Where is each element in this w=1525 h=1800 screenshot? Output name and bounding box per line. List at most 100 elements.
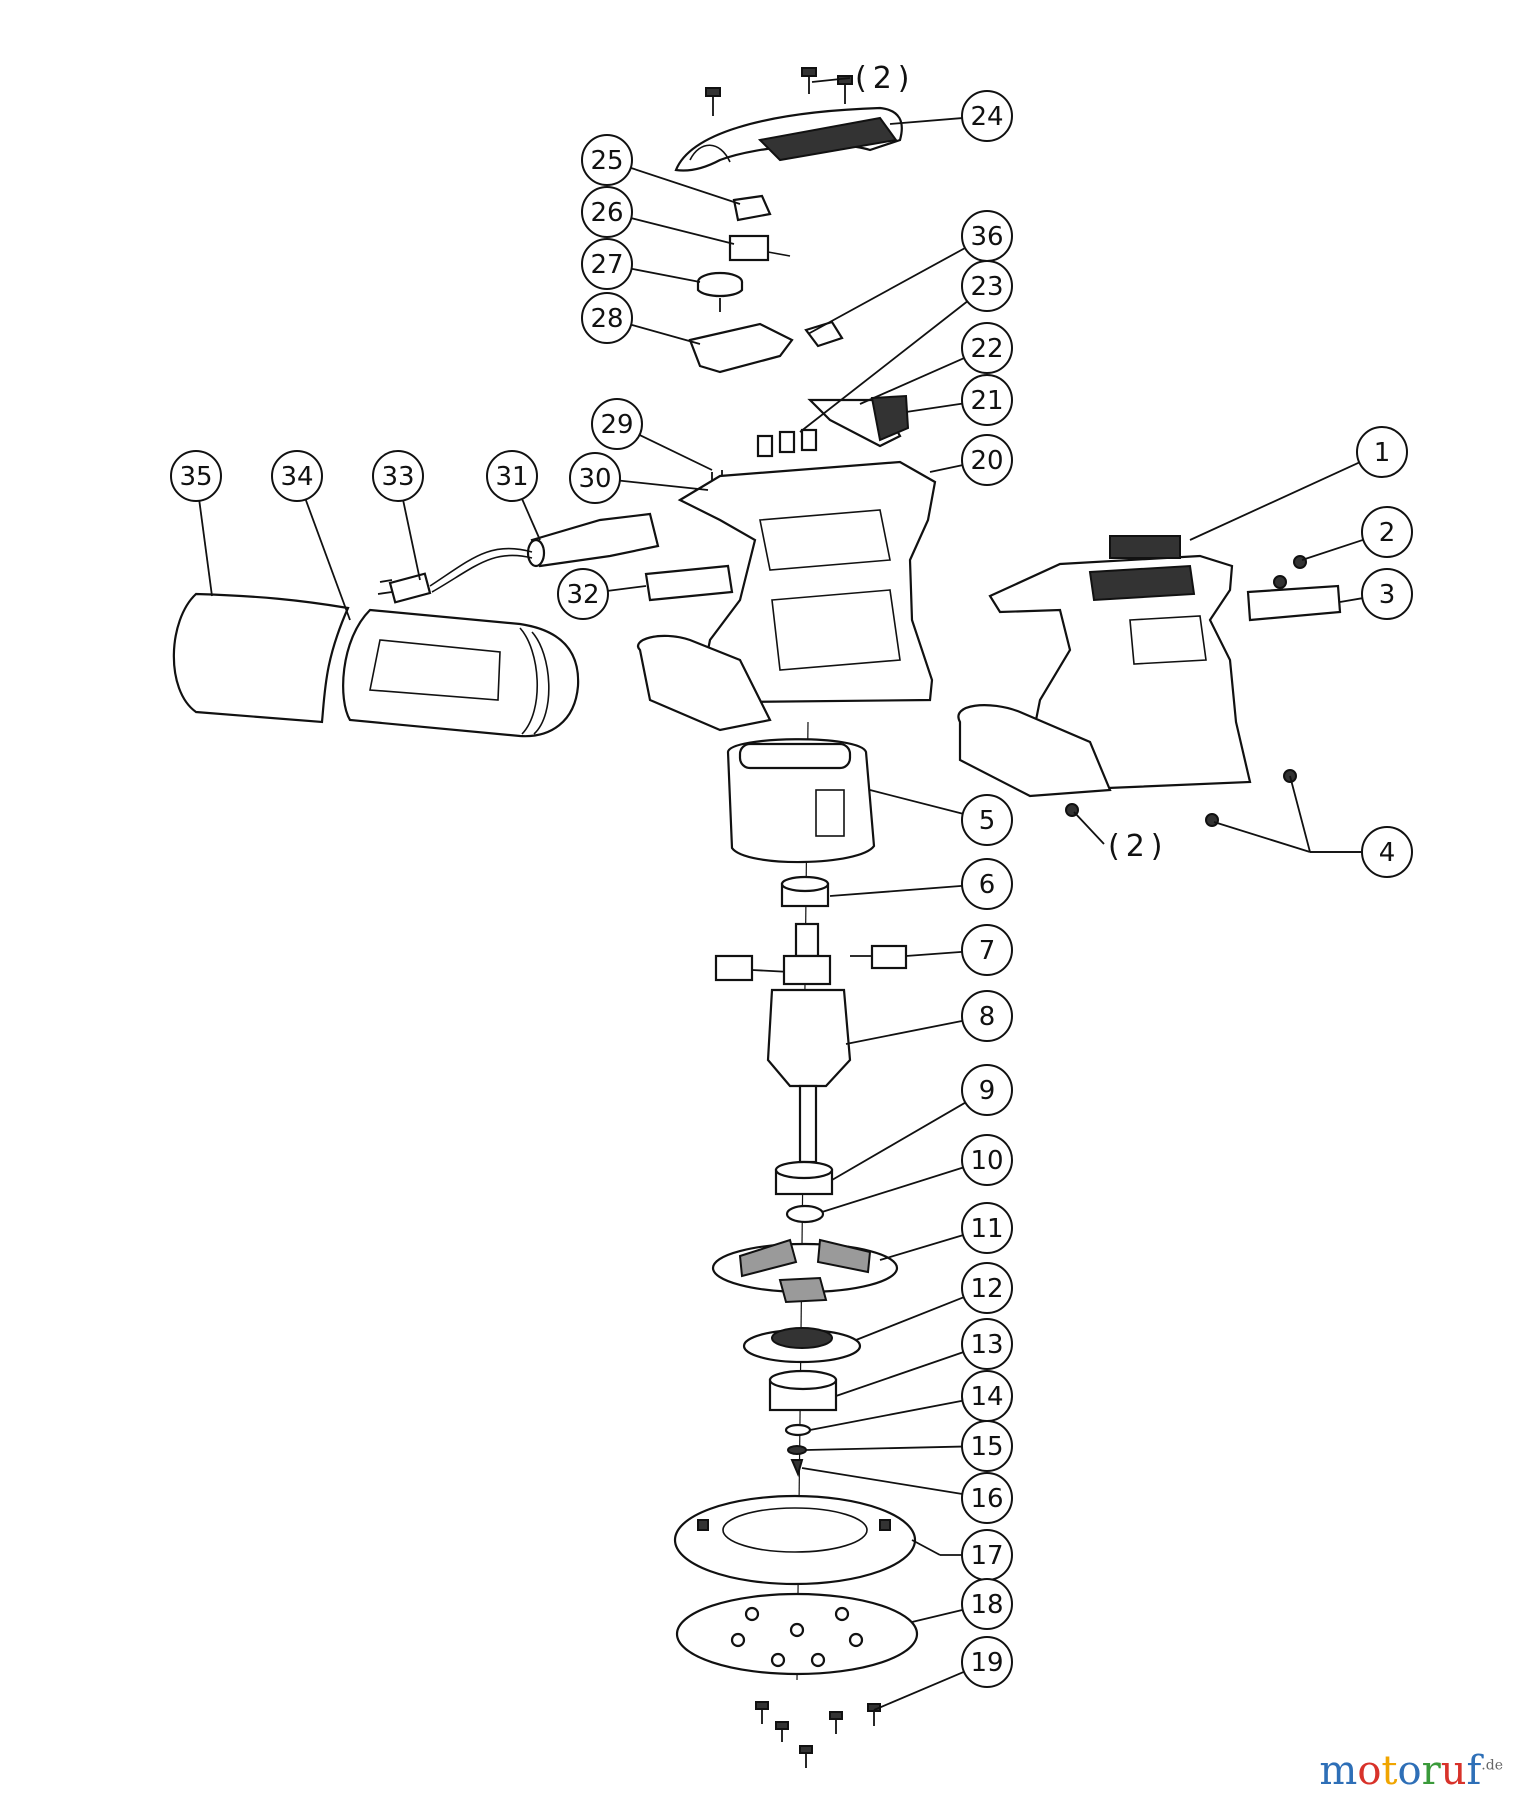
callout-26: 26 [581,186,633,238]
part-pad-screws [755,1701,881,1768]
callout-circle [271,450,323,502]
callout-label: 24 [970,102,1003,132]
quantity-note-housing-screws: (2) [1108,829,1169,864]
leader-line-14 [809,1399,963,1431]
callout-label: 3 [1379,580,1396,610]
callout-circle [557,568,609,620]
leader-line-1 [1189,461,1360,541]
callout-circle [581,186,633,238]
callout-circle [961,1420,1013,1472]
callout-circle [486,450,538,502]
callout-25: 25 [581,134,633,186]
callout-circle [961,794,1013,846]
part-dust-canister [342,608,580,738]
callout-23: 23 [961,260,1013,312]
leader-line-6 [829,885,963,897]
callout-circle [961,1064,1013,1116]
callout-15: 15 [961,1420,1013,1472]
callout-label: 33 [381,462,414,492]
callout-6: 6 [961,858,1013,910]
callout-circle [961,1202,1013,1254]
callout-33: 33 [372,450,424,502]
callout-3: 3 [1361,568,1413,620]
leader-line-36 [807,247,966,335]
leader-line-5 [869,789,964,815]
leader-line-2 [1301,538,1364,561]
callout-circle [569,452,621,504]
leader-line-9 [831,1101,966,1181]
callout-circle [961,858,1013,910]
part-sanding-pad [675,1592,919,1676]
callout-label: 23 [970,272,1003,302]
leader-line-11 [879,1234,964,1261]
part-strain-relief [526,512,660,568]
leader-line-18 [911,1608,963,1623]
callout-circle [581,292,633,344]
leader-line-35 [198,500,213,597]
callout-32: 32 [557,568,609,620]
callout-circle [372,450,424,502]
watermark-suffix: .de [1481,1757,1503,1774]
part-circuit-plate [688,322,794,374]
callout-label: 31 [495,462,528,492]
callout-label: 20 [970,446,1003,476]
leader-line-7 [905,950,963,957]
callout-16: 16 [961,1472,1013,1524]
part-top-screws [705,67,853,116]
watermark-letter: r [1421,1748,1441,1794]
leader-line-16 [801,1467,963,1495]
callout-circle [961,1262,1013,1314]
callout-label: 18 [970,1590,1003,1620]
callout-label: 13 [970,1330,1003,1360]
callout-7: 7 [961,924,1013,976]
callout-label: 5 [979,806,996,836]
leader-line-26 [631,217,735,245]
callout-34: 34 [271,450,323,502]
leader-line-27 [631,267,701,283]
callout-label: 10 [970,1146,1003,1176]
callout-label: 1 [1374,438,1391,468]
callout-label: 9 [979,1076,996,1106]
callout-30: 30 [569,452,621,504]
callout-label: 4 [1379,838,1396,868]
leader-line-15 [805,1445,963,1451]
leader-qty-top [811,77,851,83]
watermark-letter: o [1397,1748,1422,1794]
leader-line-4 [1213,821,1311,853]
callout-label: 36 [970,222,1003,252]
leader-line-19 [873,1670,965,1711]
callout-18: 18 [961,1578,1013,1630]
callout-14: 14 [961,1370,1013,1422]
callout-label: 2 [1379,518,1396,548]
part-label [644,564,734,602]
callout-1: 1 [1356,426,1408,478]
callout-22: 22 [961,322,1013,374]
callout-label: 12 [970,1274,1003,1304]
callout-circle [961,210,1013,262]
callout-circle [170,450,222,502]
leader-line-12 [855,1296,965,1341]
callout-label: 30 [578,464,611,494]
leader-line-8 [845,1019,963,1045]
callout-21: 21 [961,374,1013,426]
callout-label: 34 [280,462,313,492]
leader-line-23 [799,300,968,433]
callout-label: 32 [566,580,599,610]
callout-circle [591,398,643,450]
leader-line-4 [1289,775,1311,853]
callout-label: 28 [590,304,623,334]
callout-2: 2 [1361,506,1413,558]
part-field-coil [726,738,876,864]
leader-line-17 [911,1539,941,1556]
callout-35: 35 [170,450,222,502]
callout-24: 24 [961,90,1013,142]
callout-label: 6 [979,870,996,900]
callout-circle [1361,506,1413,558]
callout-36: 36 [961,210,1013,262]
part-speed-dial [696,271,744,312]
callout-19: 19 [961,1636,1013,1688]
leader-line-21 [905,402,963,413]
part-center-screw [790,1459,804,1477]
callout-17: 17 [961,1529,1013,1581]
